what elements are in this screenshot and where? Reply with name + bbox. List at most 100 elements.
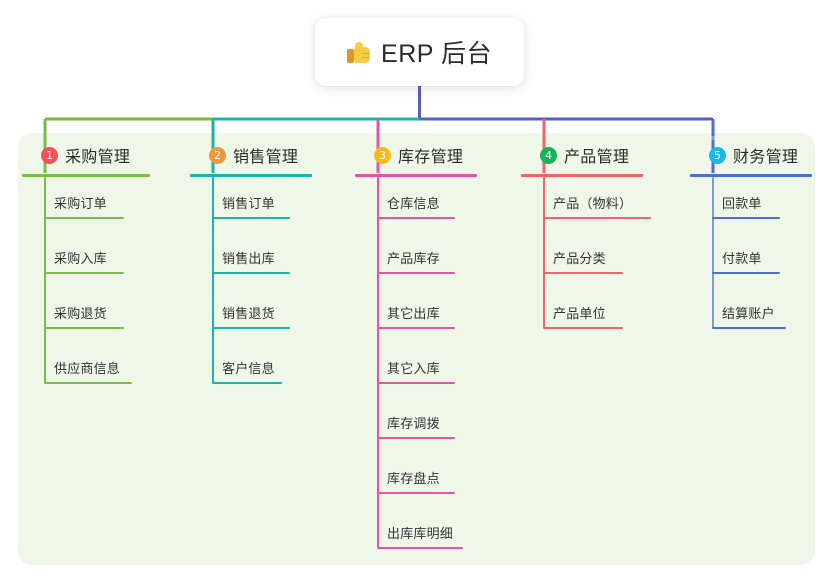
list-item-label: 销售退货 xyxy=(222,306,275,321)
list-item[interactable]: 销售退货 xyxy=(190,287,312,342)
list-item-label: 产品单位 xyxy=(553,306,606,321)
list-item[interactable]: 付款单 xyxy=(690,232,812,287)
column-header-5[interactable]: 5 财务管理 xyxy=(690,143,812,167)
list-item-rule xyxy=(212,327,290,329)
column-items-1: 采购订单采购入库采购退货供应商信息 xyxy=(22,177,150,397)
list-item-label: 其它入库 xyxy=(387,361,440,376)
list-item-rule xyxy=(543,272,623,274)
list-item-rule xyxy=(543,217,651,219)
column-trunk-1 xyxy=(44,177,46,383)
list-item-rule xyxy=(377,492,455,494)
list-item-rule xyxy=(377,547,463,549)
list-item-rule xyxy=(712,217,780,219)
list-item[interactable]: 库存盘点 xyxy=(355,452,477,507)
thumbs-up-icon xyxy=(347,41,371,63)
column-title-5: 财务管理 xyxy=(733,149,799,166)
list-item[interactable]: 采购订单 xyxy=(22,177,150,232)
list-item-label: 销售出库 xyxy=(222,251,275,266)
column-trunk-4 xyxy=(543,177,545,328)
root-title: ERP 后台 xyxy=(381,40,492,68)
list-item-label: 结算账户 xyxy=(722,306,775,321)
column-trunk-2 xyxy=(212,177,214,383)
list-item-label: 仓库信息 xyxy=(387,196,440,211)
list-item-label: 采购入库 xyxy=(54,251,107,266)
list-item-label: 供应商信息 xyxy=(54,361,121,376)
list-item-rule xyxy=(212,272,290,274)
list-item-label: 回款单 xyxy=(722,196,762,211)
column-rule-4 xyxy=(521,174,643,177)
list-item-rule xyxy=(377,217,455,219)
list-item-rule xyxy=(377,327,455,329)
list-item[interactable]: 供应商信息 xyxy=(22,342,150,397)
list-item-rule xyxy=(212,382,282,384)
column-5: 5 财务管理回款单付款单结算账户 xyxy=(690,143,812,342)
list-item[interactable]: 销售订单 xyxy=(190,177,312,232)
column-trunk-3 xyxy=(377,177,379,548)
column-badge-2: 2 xyxy=(209,146,226,164)
column-badge-5: 5 xyxy=(709,146,726,164)
column-rule-2 xyxy=(190,174,312,177)
list-item[interactable]: 产品单位 xyxy=(521,287,643,342)
list-item[interactable]: 产品（物料） xyxy=(521,177,651,232)
list-item[interactable]: 回款单 xyxy=(690,177,812,232)
list-item[interactable]: 出库库明细 xyxy=(355,507,477,562)
column-items-4: 产品（物料） 产品分类产品单位 xyxy=(521,177,651,342)
column-title-1: 采购管理 xyxy=(65,149,131,166)
list-item[interactable]: 产品库存 xyxy=(355,232,477,287)
list-item[interactable]: 其它入库 xyxy=(355,342,477,397)
column-title-4: 产品管理 xyxy=(564,149,630,166)
column-2: 2 销售管理销售订单销售出库销售退货客户信息 xyxy=(190,143,312,397)
column-header-2[interactable]: 2 销售管理 xyxy=(190,143,312,167)
list-item-rule xyxy=(377,272,455,274)
column-items-2: 销售订单销售出库销售退货客户信息 xyxy=(190,177,312,397)
list-item-label: 采购退货 xyxy=(54,306,107,321)
list-item[interactable]: 客户信息 xyxy=(190,342,312,397)
list-item-label: 其它出库 xyxy=(387,306,440,321)
list-item[interactable]: 采购退货 xyxy=(22,287,150,342)
list-item[interactable]: 库存调拨 xyxy=(355,397,477,452)
list-item-label: 出库库明细 xyxy=(387,526,454,541)
list-item[interactable]: 其它出库 xyxy=(355,287,477,342)
column-items-3: 仓库信息产品库存其它出库其它入库库存调拨库存盘点出库库明细 xyxy=(355,177,477,562)
column-rule-3 xyxy=(355,174,477,177)
root-node-content: ERP 后台 xyxy=(347,34,492,70)
column-4: 4 产品管理产品（物料） 产品分类产品单位 xyxy=(521,143,651,342)
column-items-5: 回款单付款单结算账户 xyxy=(690,177,812,342)
list-item-rule xyxy=(44,272,124,274)
column-title-2: 销售管理 xyxy=(233,149,299,166)
list-item-label: 库存盘点 xyxy=(387,471,440,486)
list-item[interactable]: 仓库信息 xyxy=(355,177,477,232)
column-header-4[interactable]: 4 产品管理 xyxy=(521,143,643,167)
list-item[interactable]: 结算账户 xyxy=(690,287,812,342)
list-item[interactable]: 产品分类 xyxy=(521,232,643,287)
list-item-label: 销售订单 xyxy=(222,196,275,211)
list-item-label: 付款单 xyxy=(722,251,762,266)
column-badge-4: 4 xyxy=(540,146,557,164)
column-rule-1 xyxy=(22,174,150,177)
list-item-rule xyxy=(377,437,455,439)
list-item-label: 库存调拨 xyxy=(387,416,440,431)
list-item-rule xyxy=(377,382,455,384)
list-item-rule xyxy=(543,327,623,329)
list-item-label: 产品分类 xyxy=(553,251,606,266)
list-item[interactable]: 采购入库 xyxy=(22,232,150,287)
column-trunk-5 xyxy=(712,177,714,328)
list-item-label: 产品库存 xyxy=(387,251,440,266)
column-rule-5 xyxy=(690,174,812,177)
root-node[interactable]: ERP 后台 xyxy=(315,18,524,86)
list-item-label: 客户信息 xyxy=(222,361,275,376)
list-item-rule xyxy=(712,327,786,329)
list-item-label: 采购订单 xyxy=(54,196,107,211)
list-item-rule xyxy=(212,217,290,219)
list-item[interactable]: 销售出库 xyxy=(190,232,312,287)
list-item-label: 产品（物料） xyxy=(553,196,633,211)
list-item-rule xyxy=(44,327,124,329)
list-item-rule xyxy=(712,272,780,274)
list-item-rule xyxy=(44,217,124,219)
list-item-rule xyxy=(44,382,132,384)
column-badge-3: 3 xyxy=(374,146,391,164)
